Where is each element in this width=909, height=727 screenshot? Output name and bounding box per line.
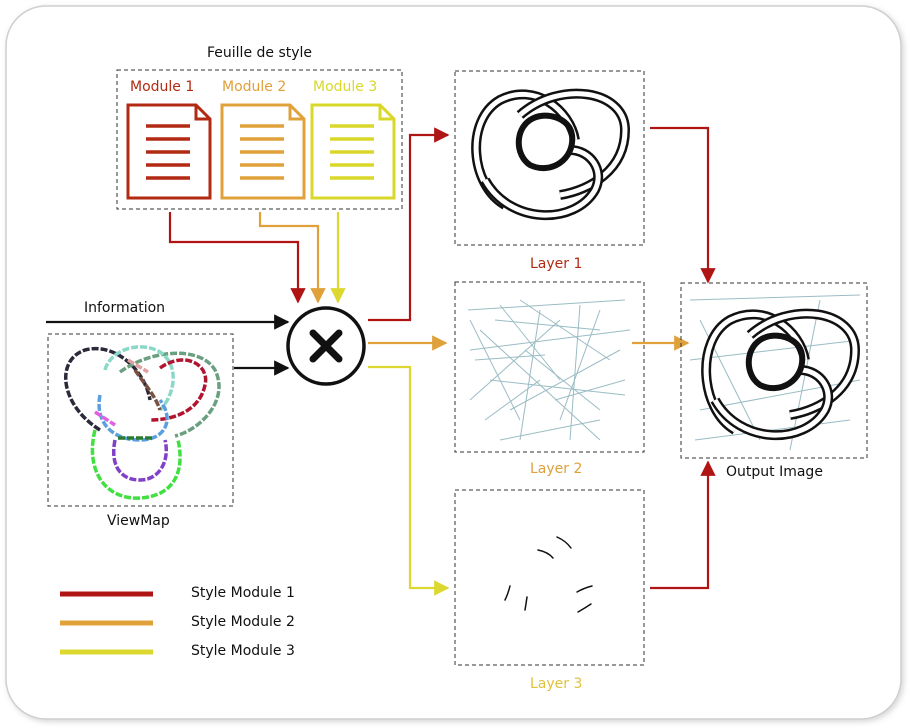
layer-3-to-output-arrow bbox=[650, 460, 716, 590]
layer-1-knot-image bbox=[471, 88, 631, 221]
stylesheet-title: Feuille de style bbox=[207, 45, 313, 61]
viewmap-box bbox=[47, 333, 234, 507]
output-box bbox=[680, 282, 868, 459]
layer-1-to-output-arrow bbox=[650, 126, 716, 284]
output-label: Output Image bbox=[726, 464, 823, 480]
legend-label-3: Style Module 3 bbox=[191, 643, 295, 659]
module-2-label: Module 2 bbox=[222, 79, 287, 95]
layer-2-sketch-image bbox=[467, 299, 631, 441]
legend-label-2: Style Module 2 bbox=[191, 614, 295, 630]
module-1-document-icon bbox=[126, 103, 212, 200]
layer-1-box bbox=[454, 70, 645, 246]
viewmap-label: ViewMap bbox=[107, 513, 170, 529]
module-3-document-icon bbox=[310, 103, 396, 200]
layer-1-label: Layer 1 bbox=[530, 256, 583, 272]
layer-1-arrow bbox=[368, 127, 450, 322]
legend-label-1: Style Module 1 bbox=[191, 585, 295, 601]
module-2-arrow bbox=[258, 212, 326, 304]
module-1-arrow bbox=[168, 212, 306, 304]
layer-3-box bbox=[454, 489, 645, 666]
stylesheet-box bbox=[116, 69, 403, 210]
module-3-label: Module 3 bbox=[313, 79, 378, 95]
outer-frame bbox=[5, 5, 902, 720]
combine-operator-icon bbox=[286, 306, 366, 386]
output-knot-image bbox=[689, 294, 861, 451]
viewmap-knot-image bbox=[63, 345, 221, 500]
layer-2-label: Layer 2 bbox=[530, 461, 583, 477]
module-1-label: Module 1 bbox=[130, 79, 195, 95]
information-label: Information bbox=[84, 300, 166, 316]
layer-3-arrow bbox=[368, 365, 450, 596]
layer-3-label: Layer 3 bbox=[530, 676, 583, 692]
layer-3-strokes-image bbox=[504, 536, 593, 613]
layer-2-box bbox=[454, 281, 645, 453]
module-2-document-icon bbox=[220, 103, 306, 200]
